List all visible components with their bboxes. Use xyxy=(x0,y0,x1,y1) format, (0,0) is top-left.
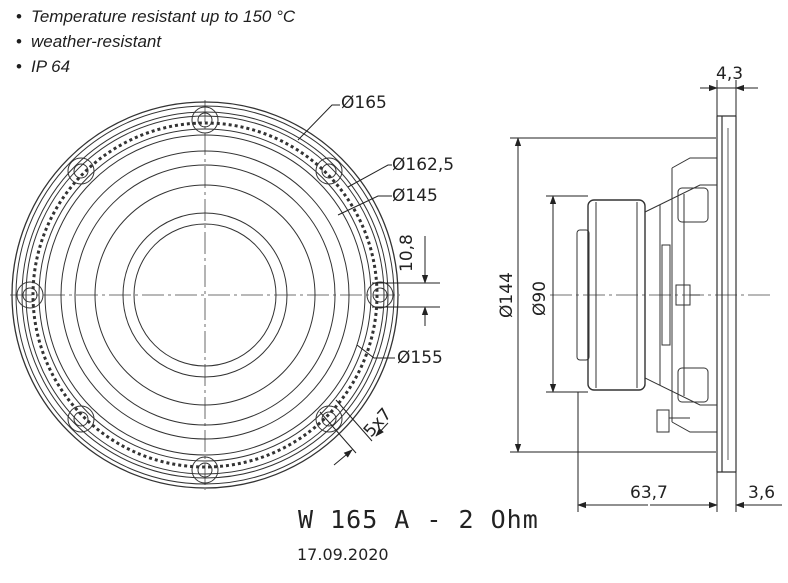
flange xyxy=(716,115,737,473)
leader-162 xyxy=(347,164,392,188)
drawing-date: 17.09.2020 xyxy=(297,545,389,564)
frame-rim xyxy=(15,105,395,485)
dim-label-depth: 63,7 xyxy=(630,483,668,503)
dim-label-145: Ø145 xyxy=(392,186,438,206)
frame-seat xyxy=(38,128,372,462)
feature-text: Temperature resistant up to 150 °C xyxy=(31,7,296,26)
leader-145 xyxy=(337,195,392,216)
mounting-hole xyxy=(315,157,343,185)
front-view xyxy=(10,100,440,490)
feature-item: • IP 64 xyxy=(16,54,295,79)
frame-outer xyxy=(11,101,399,489)
model-title: W 165 A - 2 Ohm xyxy=(298,505,539,534)
dim-label-165: Ø165 xyxy=(341,93,387,113)
cone-ring xyxy=(94,184,316,406)
frame-edge xyxy=(25,115,385,475)
front-dimension-labels: Ø165 Ø162,5 Ø145 Ø155 10,8 5x7 xyxy=(341,93,454,441)
mounting-hole xyxy=(16,281,44,309)
leader-165 xyxy=(297,104,340,141)
dim-label-144: Ø144 xyxy=(497,272,517,318)
surround-outer xyxy=(44,134,366,456)
feature-text: weather-resistant xyxy=(31,32,162,51)
cone-outer xyxy=(74,164,336,426)
feature-text: IP 64 xyxy=(31,57,71,76)
surround-inner xyxy=(60,150,350,440)
bullet-icon: • xyxy=(16,57,22,76)
feature-item: • weather-resistant xyxy=(16,29,295,54)
mounting-hole xyxy=(366,281,394,309)
dim-label-top: 4,3 xyxy=(716,64,743,84)
feature-list: • Temperature resistant up to 150 °C • wea… xyxy=(16,4,295,79)
leader-155 xyxy=(356,344,395,359)
feature-item: • Temperature resistant up to 150 °C xyxy=(16,4,295,29)
basket xyxy=(644,157,718,433)
dustcap-inner xyxy=(133,223,277,367)
dim-label-flange: 3,6 xyxy=(748,483,775,503)
frame-inner xyxy=(21,111,389,479)
front-leaders xyxy=(297,104,440,466)
side-view xyxy=(510,80,782,512)
side-dimension-labels: Ø144 Ø90 63,7 3,6 4,3 xyxy=(497,64,775,503)
mounting-holes xyxy=(16,106,394,484)
dim-label-162: Ø162,5 xyxy=(392,155,454,175)
mounting-hole xyxy=(191,106,219,134)
dim-label-holes: 5x7 xyxy=(360,404,396,441)
frame-ribs xyxy=(31,121,379,469)
dim-label-155: Ø155 xyxy=(397,348,443,368)
mounting-hole xyxy=(315,405,343,433)
dim-label-10: 10,8 xyxy=(397,234,417,272)
side-dimensions xyxy=(510,80,782,512)
bullet-icon: • xyxy=(16,7,22,26)
dustcap-outer xyxy=(122,212,288,378)
mounting-hole xyxy=(67,405,95,433)
bullet-icon: • xyxy=(16,32,22,51)
dim-label-90: Ø90 xyxy=(530,281,550,316)
mounting-hole xyxy=(191,456,219,484)
mounting-hole xyxy=(67,157,95,185)
terminal xyxy=(656,409,690,433)
